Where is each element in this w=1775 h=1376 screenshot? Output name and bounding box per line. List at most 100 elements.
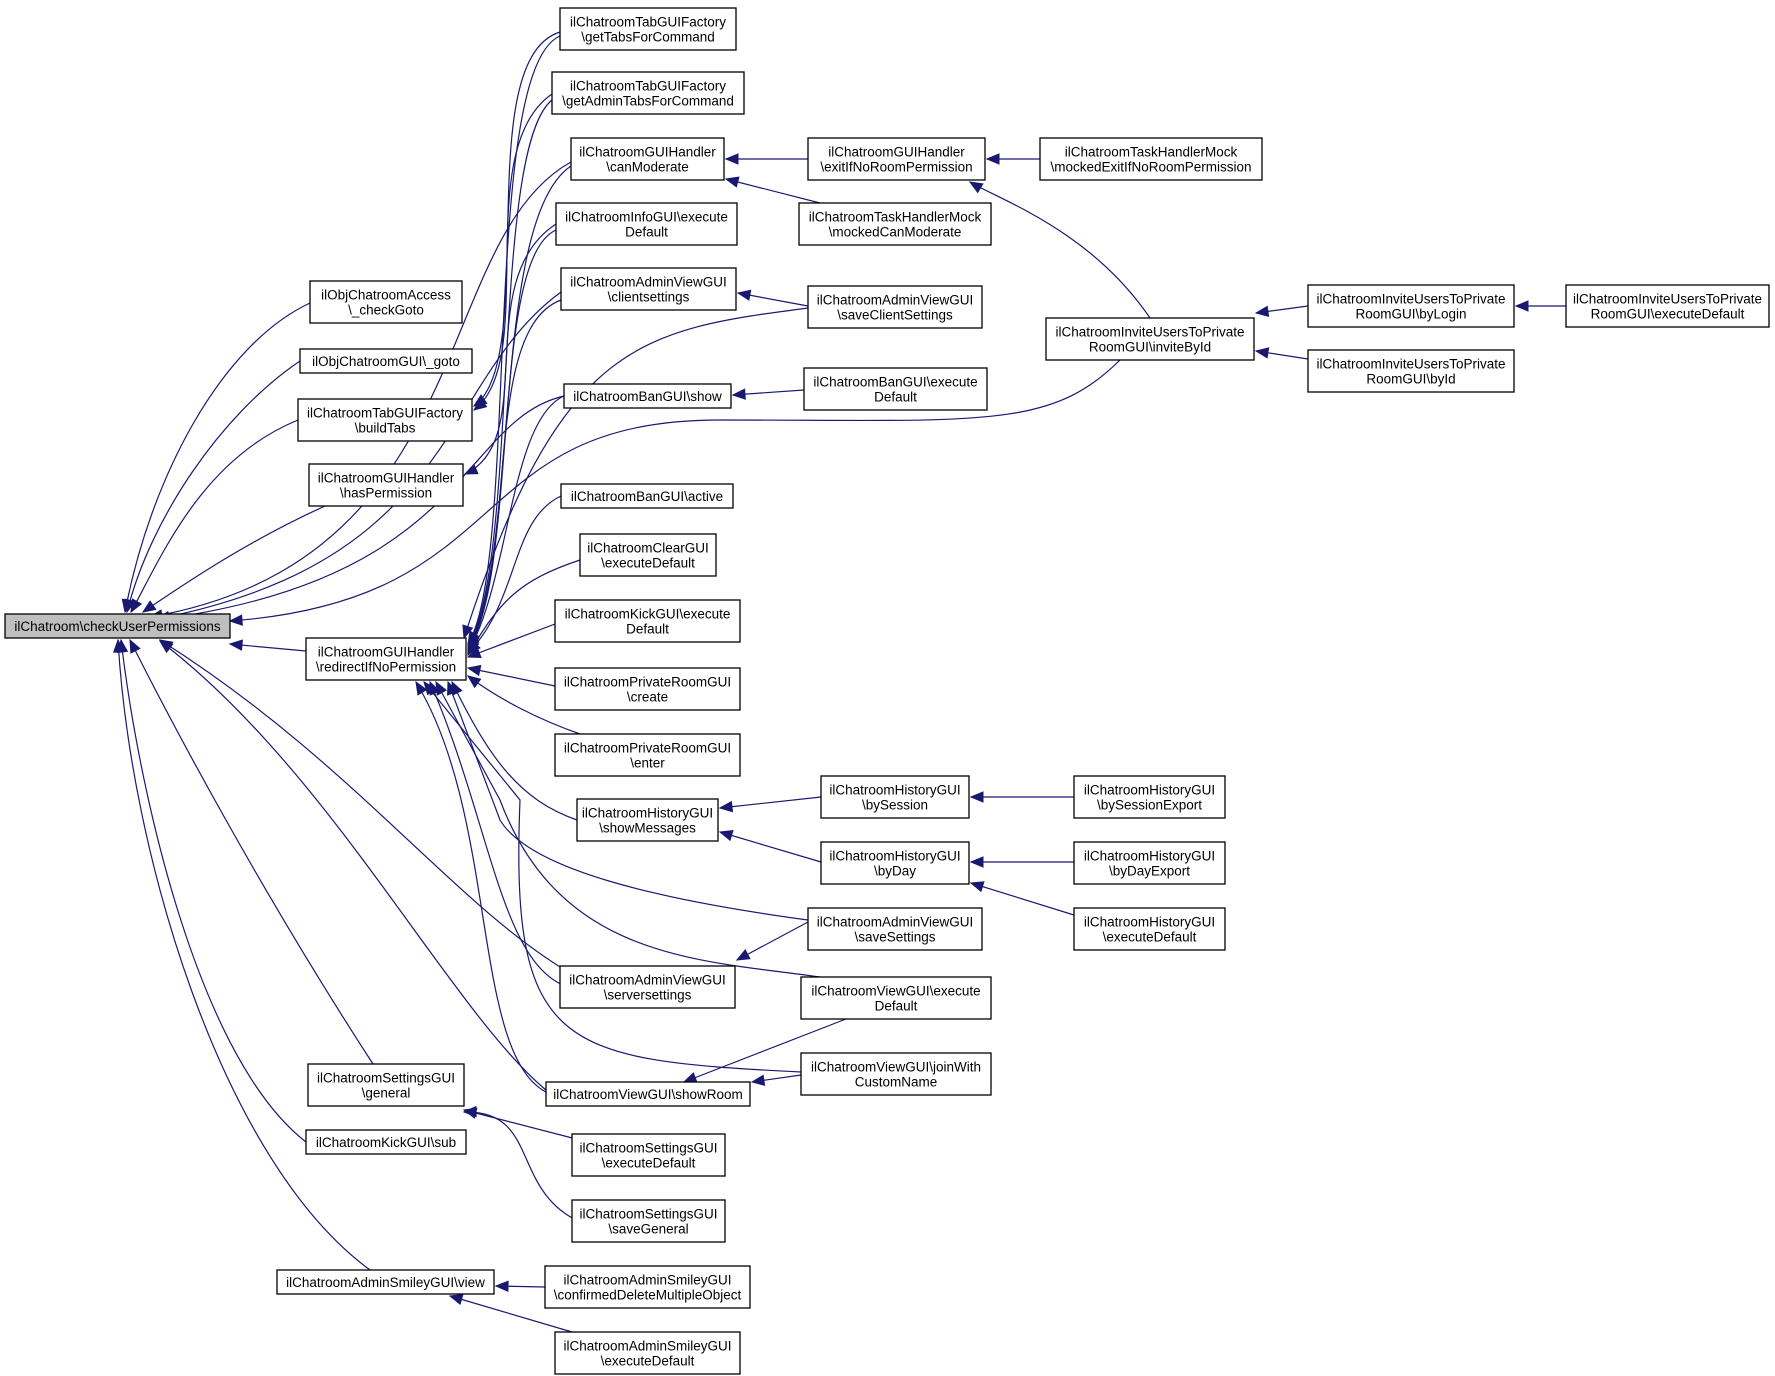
node-box[interactable]	[803, 367, 988, 411]
node-box[interactable]	[1307, 349, 1515, 393]
node-n2[interactable]: ilObjChatroomGUI\_goto	[299, 348, 473, 374]
node-n32[interactable]: ilChatroomHistoryGUI\byDay	[820, 841, 970, 885]
node-box[interactable]	[559, 7, 737, 51]
node-n17[interactable]: ilChatroomKickGUI\executeDefault	[554, 599, 741, 643]
node-n26[interactable]: ilChatroomAdminSmileyGUI\executeDefault	[554, 1331, 741, 1375]
node-box[interactable]	[807, 907, 983, 951]
edge-n26-to-n8	[448, 1294, 573, 1333]
node-n42[interactable]: ilChatroomInviteUsersToPrivateRoomGUI\by…	[1307, 349, 1515, 393]
node-box[interactable]	[545, 1081, 751, 1107]
node-n24[interactable]: ilChatroomSettingsGUI\saveGeneral	[571, 1199, 726, 1243]
node-box[interactable]	[800, 976, 992, 1020]
node-box[interactable]	[807, 285, 983, 329]
node-box[interactable]	[559, 965, 736, 1009]
node-box[interactable]	[544, 1265, 751, 1309]
node-label: \mockedCanModerate	[829, 225, 962, 240]
node-label: Default	[875, 999, 918, 1014]
node-box[interactable]	[4, 613, 231, 639]
node-label: RoomGUI\byLogin	[1355, 307, 1466, 322]
node-box[interactable]	[309, 280, 463, 324]
node-n41[interactable]: ilChatroomInviteUsersToPrivateRoomGUI\by…	[1307, 284, 1515, 328]
node-box[interactable]	[570, 137, 725, 181]
node-n14[interactable]: ilChatroomBanGUI\show	[563, 383, 732, 409]
node-n40[interactable]: ilChatroomHistoryGUI\executeDefault	[1073, 907, 1226, 951]
node-box[interactable]	[800, 1052, 992, 1096]
node-n10[interactable]: ilChatroomTabGUIFactory\getAdminTabsForC…	[551, 71, 745, 115]
node-box[interactable]	[560, 267, 737, 311]
edge-n18-to-n5	[466, 664, 556, 687]
node-n30[interactable]: ilChatroomBanGUI\executeDefault	[803, 367, 988, 411]
node-box[interactable]	[551, 71, 745, 115]
node-n31[interactable]: ilChatroomHistoryGUI\bySession	[820, 775, 970, 819]
node-n20[interactable]: ilChatroomHistoryGUI\showMessages	[576, 798, 719, 842]
node-n6[interactable]: ilChatroomSettingsGUI\general	[307, 1063, 465, 1107]
node-n37[interactable]: ilChatroomInviteUsersToPrivateRoomGUI\in…	[1045, 317, 1255, 361]
node-n28[interactable]: ilChatroomTaskHandlerMock\mockedCanModer…	[798, 202, 992, 246]
node-box[interactable]	[555, 202, 738, 246]
edge-n33-to-n5	[447, 680, 809, 921]
node-box[interactable]	[554, 733, 741, 777]
node-box[interactable]	[554, 667, 741, 711]
edge-n40-to-n32	[969, 881, 1075, 916]
node-box[interactable]	[305, 637, 467, 681]
node-n15[interactable]: ilChatroomBanGUI\active	[560, 483, 734, 509]
node-n9[interactable]: ilChatroomTabGUIFactory\getTabsForComman…	[559, 7, 737, 51]
node-n43[interactable]: ilChatroomInviteUsersToPrivateRoomGUI\ex…	[1565, 284, 1770, 328]
node-box[interactable]	[1307, 284, 1515, 328]
node-box[interactable]	[1073, 907, 1226, 951]
node-box[interactable]	[554, 599, 741, 643]
node-box[interactable]	[299, 348, 473, 374]
node-box[interactable]	[308, 463, 464, 507]
node-n38[interactable]: ilChatroomHistoryGUI\bySessionExport	[1073, 775, 1226, 819]
node-n0[interactable]: ilChatroom\checkUserPermissions	[4, 613, 231, 639]
node-n23[interactable]: ilChatroomSettingsGUI\executeDefault	[571, 1133, 726, 1177]
node-box[interactable]	[798, 202, 992, 246]
node-box[interactable]	[276, 1269, 495, 1295]
node-label: ilChatroomViewGUI\joinWith	[811, 1060, 981, 1075]
node-box[interactable]	[1039, 137, 1263, 181]
node-box[interactable]	[1045, 317, 1255, 361]
node-n1[interactable]: ilObjChatroomAccess\_checkGoto	[309, 280, 463, 324]
node-n29[interactable]: ilChatroomAdminViewGUI\saveClientSetting…	[807, 285, 983, 329]
node-box[interactable]	[297, 398, 473, 442]
node-n7[interactable]: ilChatroomKickGUI\sub	[305, 1129, 467, 1155]
node-n33[interactable]: ilChatroomAdminViewGUI\saveSettings	[807, 907, 983, 951]
node-n5[interactable]: ilChatroomGUIHandler\redirectIfNoPermiss…	[305, 637, 467, 681]
node-box[interactable]	[571, 1199, 726, 1243]
node-n4[interactable]: ilChatroomGUIHandler\hasPermission	[308, 463, 464, 507]
node-box[interactable]	[807, 137, 986, 181]
edge-n12-to-n4	[463, 223, 557, 475]
node-n19[interactable]: ilChatroomPrivateRoomGUI\enter	[554, 733, 741, 777]
node-box[interactable]	[579, 533, 717, 577]
node-box[interactable]	[305, 1129, 467, 1155]
node-n3[interactable]: ilChatroomTabGUIFactory\buildTabs	[297, 398, 473, 442]
edge-n33-to-n21	[735, 921, 809, 961]
node-box[interactable]	[571, 1133, 726, 1177]
node-n21[interactable]: ilChatroomAdminViewGUI\serversettings	[559, 965, 736, 1009]
node-n8[interactable]: ilChatroomAdminSmileyGUI\view	[276, 1269, 495, 1295]
node-box[interactable]	[1073, 841, 1226, 885]
node-box[interactable]	[576, 798, 719, 842]
node-n13[interactable]: ilChatroomAdminViewGUI\clientsettings	[560, 267, 737, 311]
node-n39[interactable]: ilChatroomHistoryGUI\byDayExport	[1073, 841, 1226, 885]
node-box[interactable]	[820, 775, 970, 819]
node-n22[interactable]: ilChatroomViewGUI\showRoom	[545, 1081, 751, 1107]
node-label: ilChatroomHistoryGUI	[829, 783, 960, 798]
node-n27[interactable]: ilChatroomGUIHandler\exitIfNoRoomPermiss…	[807, 137, 986, 181]
node-n25[interactable]: ilChatroomAdminSmileyGUI\confirmedDelete…	[544, 1265, 751, 1309]
edge-n6-to-n0	[129, 638, 374, 1065]
node-box[interactable]	[820, 841, 970, 885]
node-n12[interactable]: ilChatroomInfoGUI\executeDefault	[555, 202, 738, 246]
node-box[interactable]	[554, 1331, 741, 1375]
node-box[interactable]	[307, 1063, 465, 1107]
node-n36[interactable]: ilChatroomTaskHandlerMock\mockedExitIfNo…	[1039, 137, 1263, 181]
node-box[interactable]	[1565, 284, 1770, 328]
node-box[interactable]	[563, 383, 732, 409]
node-n18[interactable]: ilChatroomPrivateRoomGUI\create	[554, 667, 741, 711]
node-box[interactable]	[560, 483, 734, 509]
node-box[interactable]	[1073, 775, 1226, 819]
node-n34[interactable]: ilChatroomViewGUI\executeDefault	[800, 976, 992, 1020]
node-n16[interactable]: ilChatroomClearGUI\executeDefault	[579, 533, 717, 577]
node-n11[interactable]: ilChatroomGUIHandler\canModerate	[570, 137, 725, 181]
